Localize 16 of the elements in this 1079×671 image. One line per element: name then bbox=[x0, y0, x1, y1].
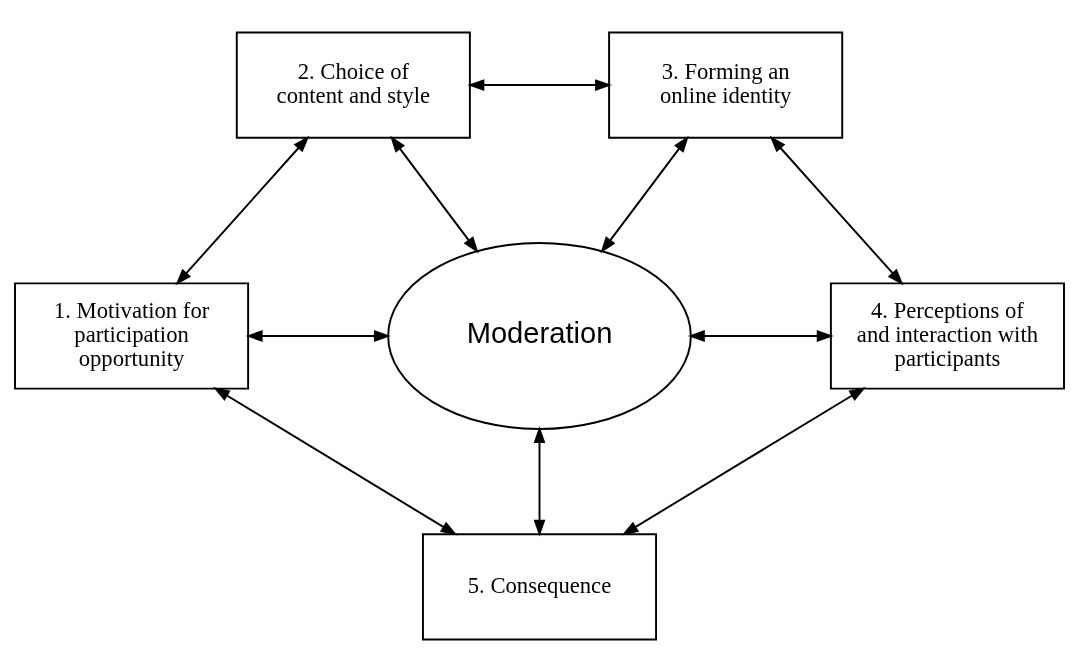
arrow bbox=[687, 329, 834, 342]
arrow bbox=[467, 78, 612, 91]
arrow bbox=[621, 386, 866, 535]
arrow bbox=[533, 425, 546, 537]
node-box: 1. Motivation for participation opportunity bbox=[14, 281, 250, 390]
node-ellipse: Moderation bbox=[387, 241, 692, 430]
arrow bbox=[213, 386, 458, 535]
arrow bbox=[175, 135, 310, 285]
arrow bbox=[600, 135, 689, 253]
node-box: 2. Choice of content and style bbox=[235, 31, 471, 139]
arrow bbox=[245, 329, 391, 342]
node-box: 4. Perceptions of and interaction with participants bbox=[829, 281, 1065, 390]
arrow bbox=[390, 135, 479, 253]
node-box: 3. Forming an online identity bbox=[608, 31, 844, 139]
arrow bbox=[769, 135, 904, 285]
node-box: 5. Consequence bbox=[421, 532, 657, 640]
